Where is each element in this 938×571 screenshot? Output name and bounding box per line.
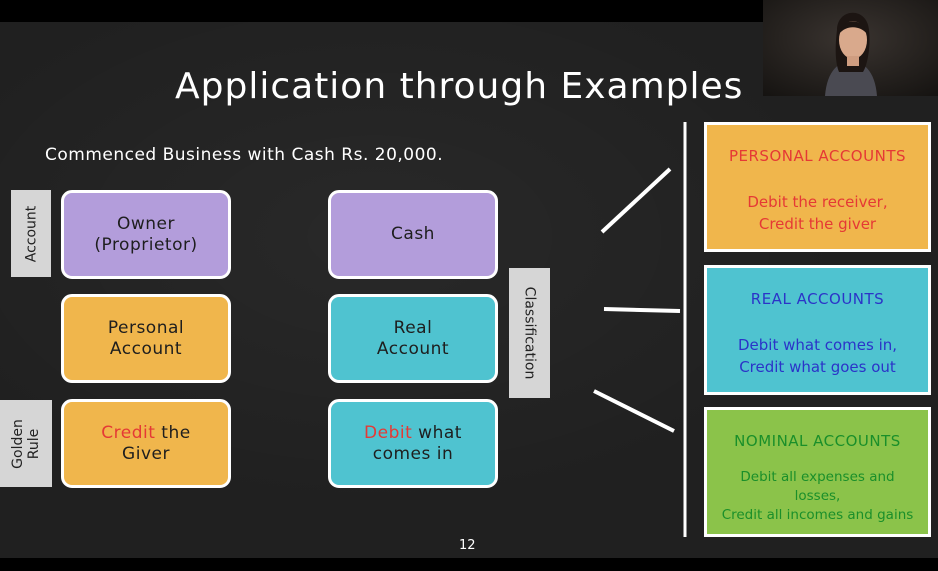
personal-rule-title: PERSONAL ACCOUNTS <box>728 147 906 165</box>
personal-line1: Personal <box>107 317 185 338</box>
real-rule-body: Debit what comes in, Credit what goes ou… <box>713 334 922 378</box>
nominal-rule-line3: Credit all incomes and gains <box>721 507 914 523</box>
personal-accounts-rule: PERSONAL ACCOUNTS Debit the receiver, Cr… <box>704 122 931 252</box>
account-row-label: Account <box>11 190 51 277</box>
debit-what-comes-in-box: Debit what comes in <box>328 399 498 488</box>
credit-the-giver-box: Credit the Giver <box>61 399 231 488</box>
golden-rule-row-label: Golden Rule <box>0 400 52 487</box>
slide-page-number: 12 <box>459 538 476 553</box>
owner-account-box: Owner (Proprietor) <box>61 190 231 279</box>
owner-line2: (Proprietor) <box>94 234 198 255</box>
personal-account-box: Personal Account <box>61 294 231 383</box>
cash-label: Cash <box>391 224 435 244</box>
debit-highlight: Debit <box>364 422 413 443</box>
video-top-bar <box>0 0 938 22</box>
credit-highlight: Credit <box>101 422 156 443</box>
bracket-arrow-nominal <box>593 389 675 433</box>
real-line2: Account <box>376 338 450 359</box>
presenter-webcam[interactable] <box>763 0 938 96</box>
debit-line2: comes in <box>372 443 454 464</box>
golden-rule-label-text: Golden Rule <box>10 418 42 469</box>
slide-subtitle: Commenced Business with Cash Rs. 20,000. <box>45 145 444 165</box>
owner-line1: Owner <box>116 213 175 234</box>
account-label-text: Account <box>23 205 39 262</box>
real-rule-line1: Debit what comes in, <box>737 336 898 354</box>
cash-account-box: Cash <box>328 190 498 279</box>
classification-bracket <box>593 122 687 537</box>
nominal-rule-line2: losses, <box>794 488 841 504</box>
slide-title: Application through Examples <box>175 66 744 107</box>
real-account-box: Real Account <box>328 294 498 383</box>
person-video-feed-icon <box>763 0 938 96</box>
debit-rest: what <box>412 422 462 443</box>
real-rule-title: REAL ACCOUNTS <box>750 290 885 308</box>
real-line1: Real <box>393 317 433 338</box>
debit-line1: Debit what <box>364 423 462 444</box>
presentation-slide: Application through Examples Commenced B… <box>0 22 938 558</box>
classification-label: Classification <box>509 268 550 398</box>
video-bottom-bar <box>0 558 938 571</box>
bracket-arrow-real <box>603 307 681 313</box>
credit-line2: Giver <box>122 443 170 464</box>
real-rule-line2: Credit what goes out <box>739 358 896 376</box>
nominal-rule-title: NOMINAL ACCOUNTS <box>734 432 901 450</box>
personal-rule-line2: Credit the giver <box>758 215 877 233</box>
personal-line2: Account <box>109 338 183 359</box>
personal-rule-body: Debit the receiver, Credit the giver <box>713 191 922 235</box>
real-accounts-rule: REAL ACCOUNTS Debit what comes in, Credi… <box>704 265 931 395</box>
bracket-arrow-personal <box>600 167 672 234</box>
classification-label-text: Classification <box>521 286 538 380</box>
personal-rule-line1: Debit the receiver, <box>747 193 888 211</box>
credit-rest: the <box>155 422 191 443</box>
nominal-rule-line1: Debit all expenses and <box>740 469 895 485</box>
nominal-accounts-rule: NOMINAL ACCOUNTS Debit all expenses and … <box>704 407 931 537</box>
nominal-rule-body: Debit all expenses and losses, Credit al… <box>713 468 922 525</box>
credit-line1: Credit the <box>101 423 190 444</box>
